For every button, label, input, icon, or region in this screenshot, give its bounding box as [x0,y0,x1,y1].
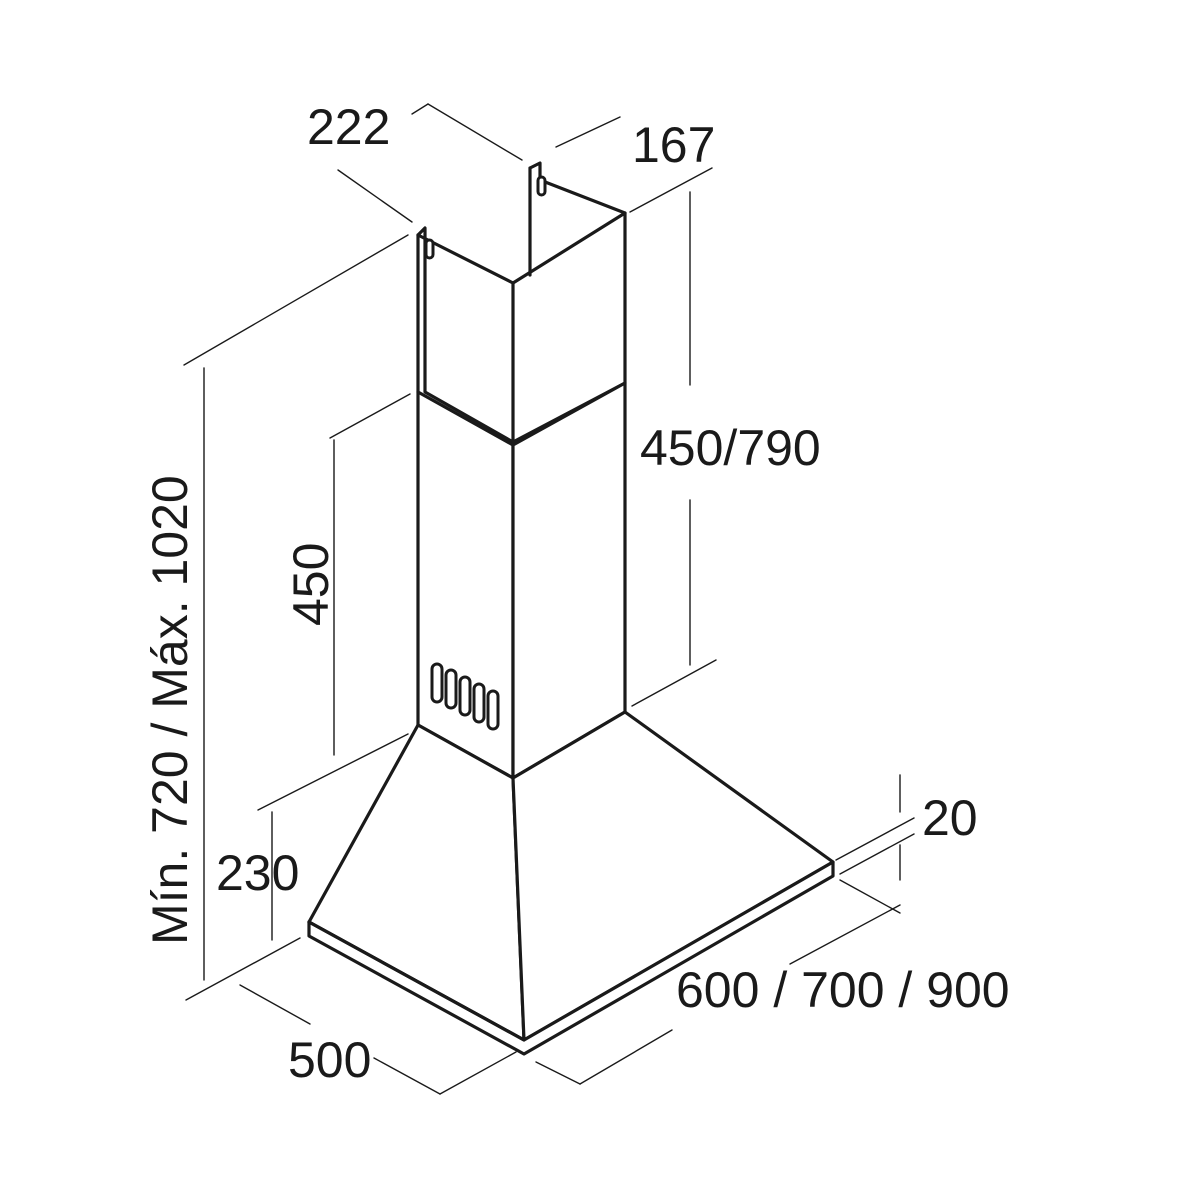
vent-slot [472,682,486,724]
label-hood-width: 600 / 700 / 900 [676,962,1010,1018]
label-rim-thickness: 20 [922,790,978,846]
lower-chimney-right-face [511,381,627,780]
dimension-labels: 222 167 450/790 450 Mín. 720 / Máx. 1020… [142,99,1010,1088]
label-chimney-depth: 222 [307,99,390,155]
vent-slot [458,675,472,717]
lower-chimney [416,381,627,780]
label-lower-chimney-height: 450 [283,543,339,626]
canopy [307,710,835,1056]
label-canopy-height: 230 [216,845,299,901]
upper-chimney-screw-slot [424,238,435,260]
vent-slot [430,662,444,704]
rim-edge [307,920,526,1042]
upper-chimney-left-face [416,226,515,444]
vent-slot [444,668,458,710]
upper-chimney-back-screw-slot [536,175,547,197]
dimension-lines [183,103,915,1095]
vent-slot [486,689,500,731]
label-chimney-width: 167 [632,117,715,173]
upper-chimney-back-edge [528,161,627,277]
label-upper-chimney-height: 450/790 [640,420,821,476]
label-hood-depth: 500 [288,1032,371,1088]
hood-body [307,161,835,1056]
label-total-height: Mín. 720 / Máx. 1020 [142,475,198,945]
ventilation-slots [430,662,500,731]
